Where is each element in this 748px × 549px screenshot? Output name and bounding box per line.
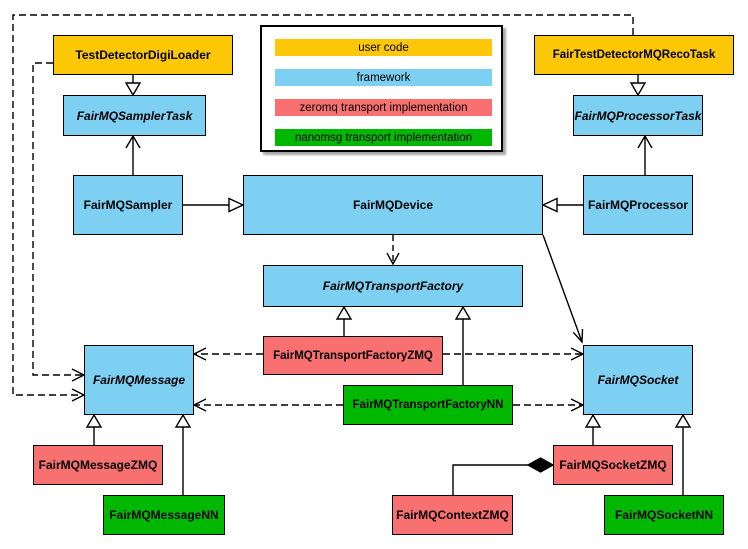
legend-label: user code (358, 41, 409, 54)
node-label: FairMQTransportFactoryNN (352, 399, 504, 411)
legend-item-zeromq: zeromq transport implementation (275, 99, 492, 116)
edge-generalization-tfnn-to-transportfactory (454, 305, 472, 385)
node-label: FairMQContextZMQ (396, 508, 509, 522)
node-fairmq-processor: FairMQProcessor (583, 175, 693, 235)
node-fairmq-transport-factory-nn: FairMQTransportFactoryNN (343, 385, 513, 425)
node-label: TestDetectorDigiLoader (75, 48, 211, 62)
node-fairmq-message-zmq: FairMQMessageZMQ (33, 445, 163, 485)
legend-label: framework (356, 71, 411, 84)
node-fairmq-socket: FairMQSocket (583, 345, 693, 415)
node-label: FairMQSamplerTask (76, 108, 193, 123)
node-label: FairMQProcessorTask (574, 108, 702, 123)
edge-dependency-tfnn-to-message (192, 398, 343, 412)
node-fairmq-socket-nn: FairMQSocketNN (604, 495, 724, 535)
node-fairmq-context-zmq: FairMQContextZMQ (392, 495, 513, 535)
node-fairmq-transport-factory: FairMQTransportFactory (263, 265, 523, 307)
node-label: FairMQProcessor (587, 198, 689, 212)
node-label: FairMQTransportFactory (322, 279, 464, 293)
node-fairmq-device: FairMQDevice (243, 175, 543, 235)
edge-composition-sockzmq-contextzmq (452, 457, 555, 495)
edge-generalization-digiloader-to-samplertask (124, 75, 142, 97)
legend-box: user code framework zeromq transport imp… (260, 25, 503, 152)
node-fair-test-detector-mq-reco-task: FairTestDetectorMQRecoTask (534, 35, 734, 75)
node-label: FairMQTransportFactoryZMQ (273, 349, 433, 362)
edge-generalization-sockzmq-to-socket (584, 413, 602, 445)
node-label: FairTestDetectorMQRecoTask (552, 49, 716, 61)
legend-item-user-code: user code (275, 39, 492, 56)
node-label: FairMQSocketNN (614, 508, 714, 522)
edge-generalization-processor-to-device (541, 197, 583, 213)
legend-item-nanomsg: nanomsg transport implementation (275, 129, 492, 146)
node-label: FairMQMessage (92, 373, 186, 387)
node-label: FairMQMessageNN (109, 508, 219, 522)
node-fairmq-processor-task: FairMQProcessorTask (573, 95, 703, 136)
node-label: FairMQSampler (83, 198, 173, 212)
edge-generalization-sampler-to-device (183, 197, 245, 213)
legend-label: nanomsg transport implementation (294, 131, 473, 144)
edge-arrow-processor-to-processortask (637, 134, 653, 175)
edge-arrow-device-to-socket (542, 234, 584, 344)
node-label: FairMQSocketZMQ (559, 458, 667, 472)
node-label: FairMQDevice (352, 198, 434, 212)
node-label: FairMQMessageZMQ (38, 458, 158, 472)
node-fairmq-message-nn: FairMQMessageNN (103, 495, 225, 535)
edge-arrow-sampler-to-samplertask (125, 134, 141, 175)
edge-generalization-msgzmq-to-message (85, 413, 103, 445)
node-fairmq-sampler-task: FairMQSamplerTask (63, 95, 206, 136)
edge-dependency-tfzmq-to-message (192, 347, 263, 361)
edge-generalization-recotask-to-processortask (629, 75, 647, 97)
node-label: FairMQSocket (597, 373, 679, 387)
node-fairmq-message: FairMQMessage (84, 345, 194, 415)
edge-generalization-tfzmq-to-transportfactory (335, 305, 353, 336)
node-test-detector-digi-loader: TestDetectorDigiLoader (53, 35, 233, 75)
legend-item-framework: framework (275, 69, 492, 86)
edge-generalization-socknn-to-socket (674, 413, 692, 495)
edge-dependency-tfnn-to-socket (513, 398, 585, 412)
edge-dependency-tfzmq-to-socket (443, 347, 585, 361)
node-fairmq-socket-zmq: FairMQSocketZMQ (553, 445, 673, 485)
node-fairmq-transport-factory-zmq: FairMQTransportFactoryZMQ (263, 336, 443, 375)
edge-dependency-device-to-transportfactory (386, 235, 400, 266)
legend-label: zeromq transport implementation (299, 101, 468, 114)
edge-generalization-msgnn-to-message (174, 413, 192, 495)
node-fairmq-sampler: FairMQSampler (73, 175, 183, 235)
